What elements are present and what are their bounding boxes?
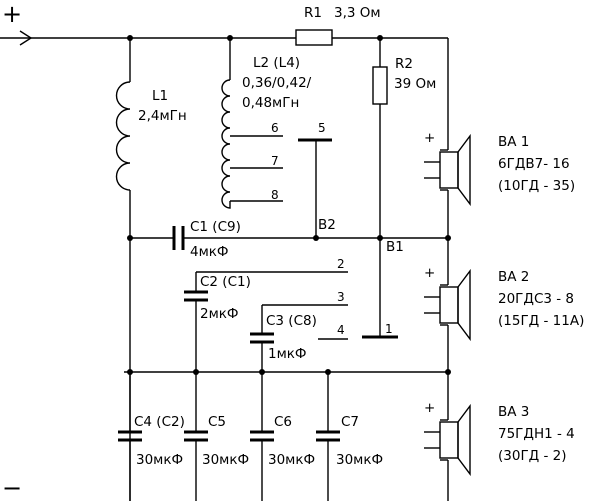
c5-value: 30мкФ bbox=[202, 452, 249, 468]
c3-label: C3 (C8) bbox=[266, 313, 317, 329]
c4-label: C4 (C2) bbox=[134, 414, 185, 430]
tap-5-label: 5 bbox=[318, 121, 326, 135]
plus-terminal: + bbox=[2, 0, 22, 28]
l2-value-line2: 0,48мГн bbox=[242, 95, 299, 111]
ba1-model: 6ГДВ7- 16 bbox=[498, 156, 570, 172]
ba3-polarity: + bbox=[424, 400, 435, 416]
tap-4-label: 4 bbox=[337, 323, 345, 337]
minus-terminal: − bbox=[2, 474, 22, 501]
c6-label: C6 bbox=[274, 414, 292, 430]
tap-2-label: 2 bbox=[337, 257, 345, 271]
ba3-model: 75ГДН1 - 4 bbox=[498, 426, 575, 442]
c3-value: 1мкФ bbox=[268, 346, 307, 362]
junction-dots bbox=[127, 35, 451, 375]
speaker-ba1-icon bbox=[424, 133, 471, 207]
ba2-polarity: + bbox=[424, 265, 435, 281]
c4-value: 30мкФ bbox=[136, 452, 183, 468]
ba2-model: 20ГДС3 - 8 bbox=[498, 291, 574, 307]
l2-coil bbox=[221, 79, 231, 209]
c1-label: C1 (C9) bbox=[190, 219, 241, 235]
r2-value: 39 Ом bbox=[394, 76, 436, 92]
c6-value: 30мкФ bbox=[268, 452, 315, 468]
tap-1-label: 1 bbox=[385, 322, 393, 336]
ba1-name: BA 1 bbox=[498, 134, 529, 150]
ba2-alt: (15ГД - 11А) bbox=[498, 313, 584, 329]
speaker-ba3-icon bbox=[424, 403, 471, 477]
l2-label: L2 (L4) bbox=[253, 55, 300, 71]
bus-b2-label: B2 bbox=[318, 217, 336, 233]
tap-8-label: 8 bbox=[271, 188, 279, 202]
ba1-alt: (10ГД - 35) bbox=[498, 178, 575, 194]
bus-b1-label: B1 bbox=[386, 239, 404, 255]
speaker-ba2-icon bbox=[424, 268, 471, 342]
c7-value: 30мкФ bbox=[336, 452, 383, 468]
ba1-polarity: + bbox=[424, 130, 435, 146]
tap-3-label: 3 bbox=[337, 290, 345, 304]
tap-6-label: 6 bbox=[271, 121, 279, 135]
tap-7-label: 7 bbox=[271, 154, 279, 168]
r1-label: R1 bbox=[304, 5, 322, 21]
c5-label: C5 bbox=[208, 414, 226, 430]
r1-value: 3,3 Ом bbox=[334, 5, 381, 21]
c4-capacitor bbox=[118, 430, 142, 442]
r2-label: R2 bbox=[395, 56, 413, 72]
c6-capacitor bbox=[250, 430, 274, 442]
c7-label: C7 bbox=[341, 414, 359, 430]
ba2-name: BA 2 bbox=[498, 269, 529, 285]
c7-capacitor bbox=[316, 430, 340, 442]
l1-coil bbox=[115, 81, 131, 191]
c1-value: 4мкФ bbox=[190, 244, 229, 260]
ba3-name: BA 3 bbox=[498, 404, 529, 420]
c5-capacitor bbox=[184, 430, 208, 442]
l1-value: 2,4мГн bbox=[138, 108, 187, 124]
r2-resistor bbox=[372, 66, 388, 105]
wires bbox=[0, 30, 449, 501]
c2-value: 2мкФ bbox=[200, 306, 239, 322]
c2-label: C2 (C1) bbox=[200, 274, 251, 290]
r1-resistor bbox=[295, 29, 333, 46]
ba3-alt: (30ГД - 2) bbox=[498, 448, 567, 464]
l2-value-line1: 0,36/0,42/ bbox=[242, 75, 312, 91]
l1-label: L1 bbox=[152, 88, 168, 104]
